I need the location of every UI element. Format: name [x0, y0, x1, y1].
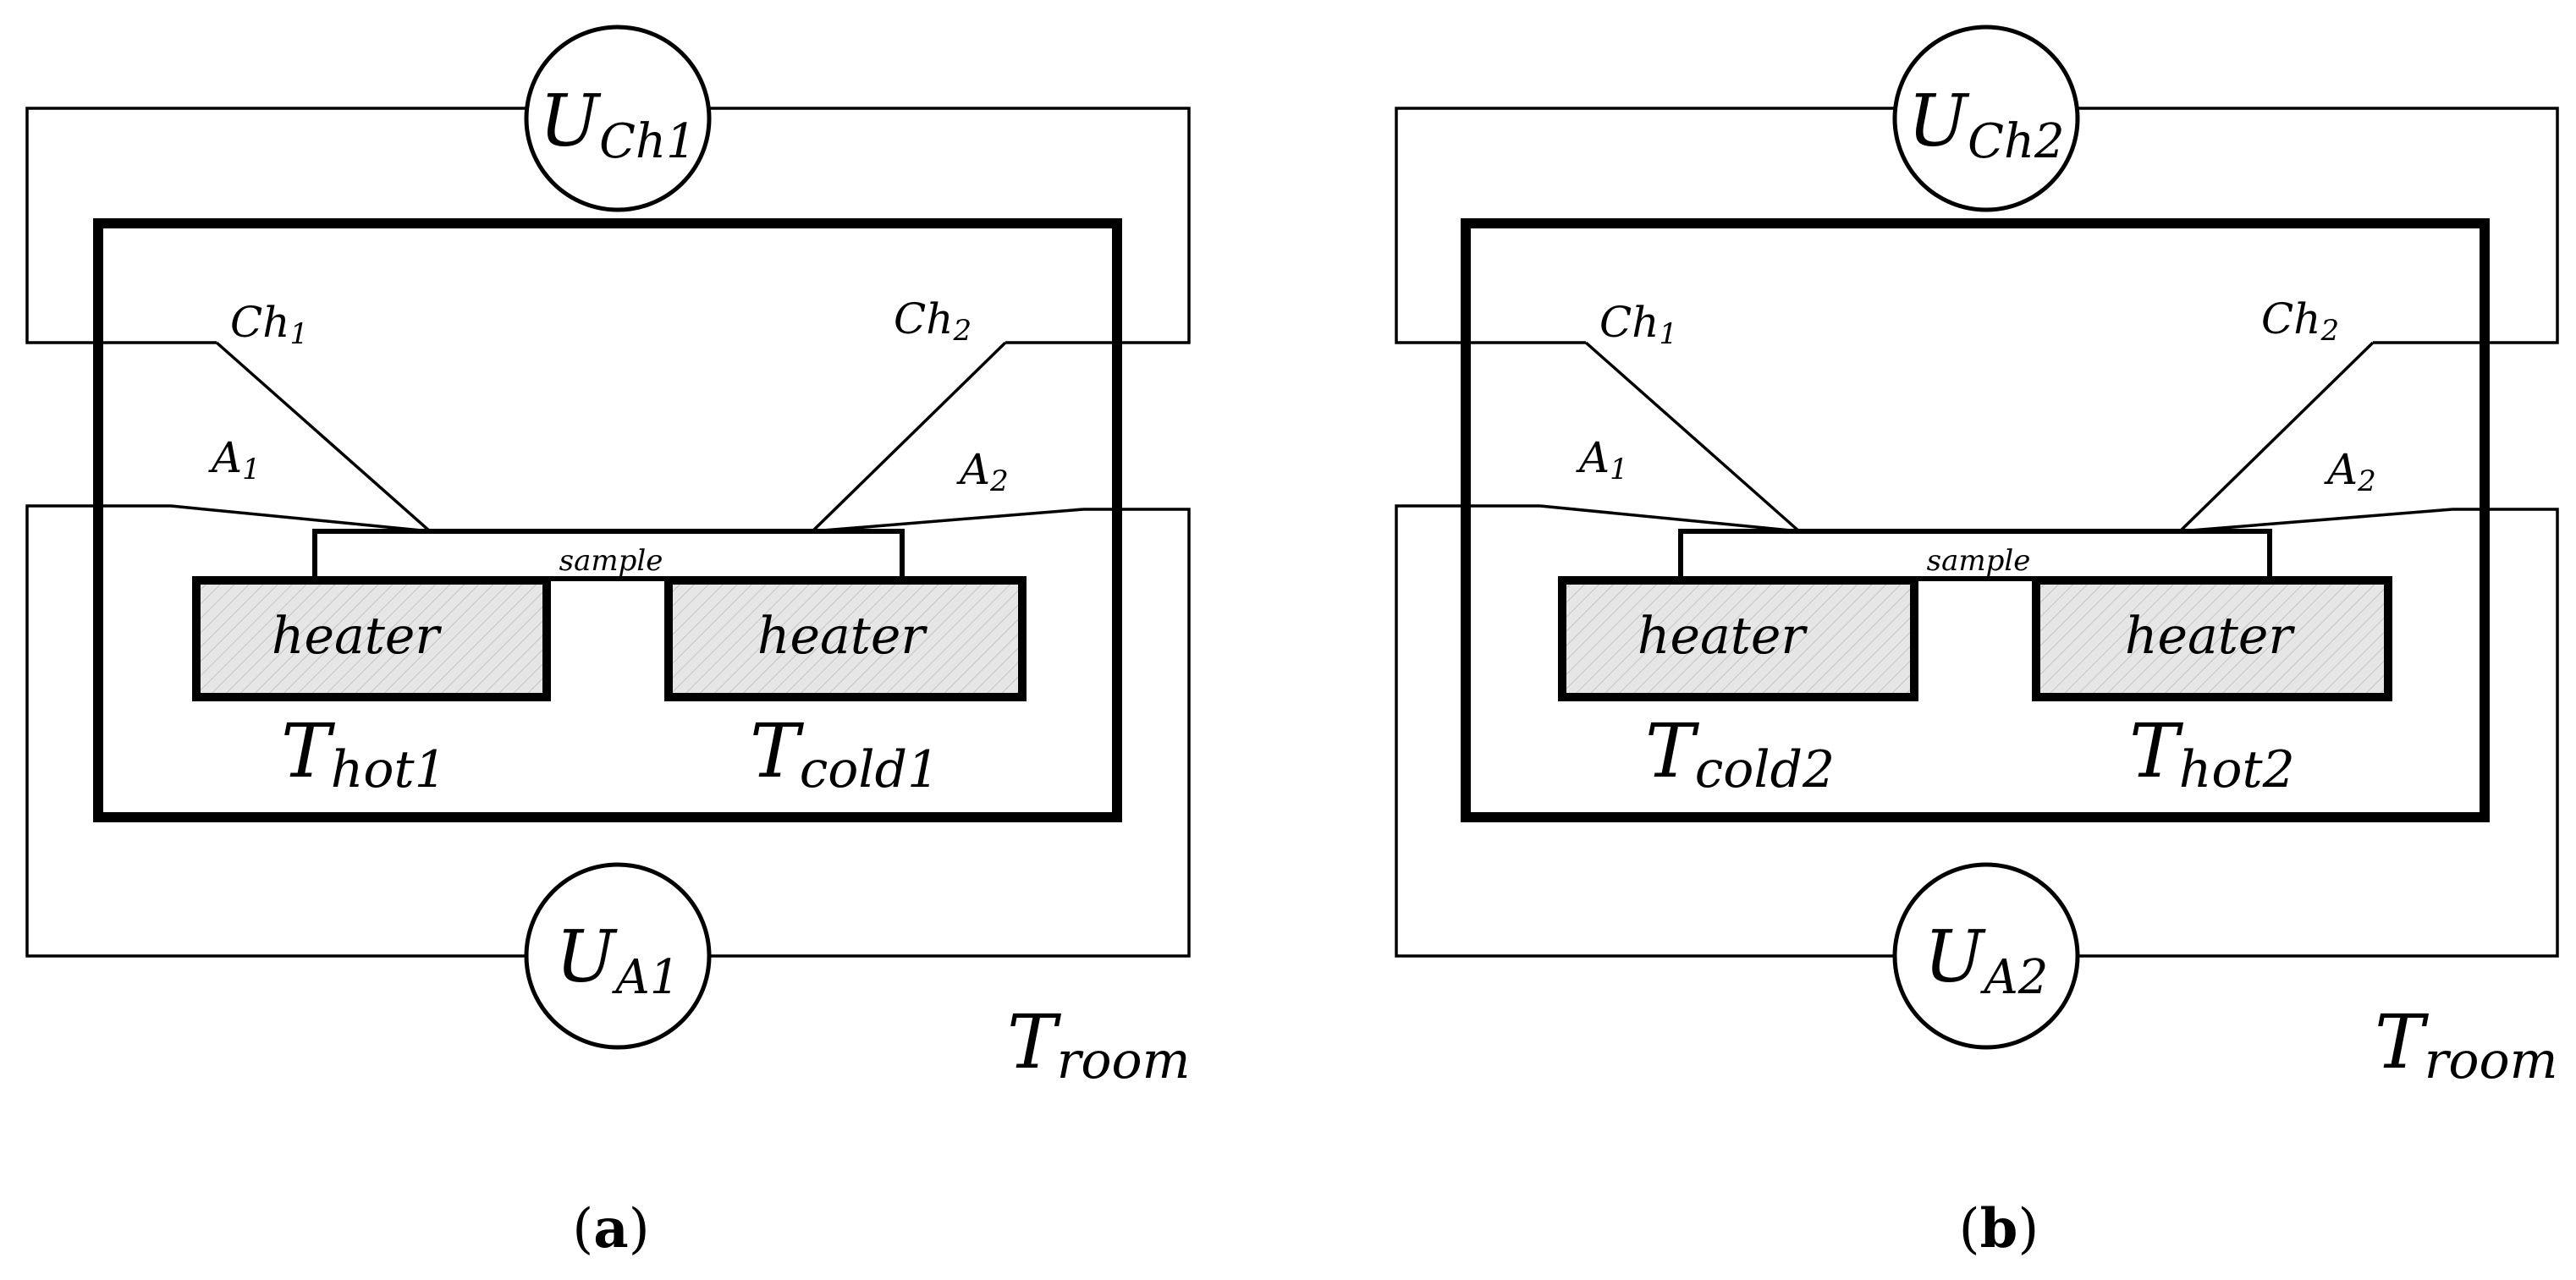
- probe-a2-label: A2: [956, 445, 1009, 498]
- probe-ch2-label: Ch2: [894, 294, 972, 348]
- heater-left-label: heater: [1638, 607, 1808, 666]
- voltmeter-bottom-label: UA1: [556, 915, 680, 1005]
- room-temp-label: Troom: [2375, 998, 2558, 1090]
- heater-left: [1558, 576, 1918, 701]
- panel-a: sample heater heater UCh1 UA1 Ch1 Ch2 A1…: [25, 25, 1191, 1261]
- top-wire-loop: [25, 107, 1191, 344]
- probe-a1-lead: [1539, 504, 1800, 533]
- heater-left-label: heater: [272, 607, 443, 666]
- sample-label: sample: [559, 544, 663, 578]
- voltmeter-top-label: UCh2: [1907, 80, 2064, 169]
- probe-ch2-lead: [811, 341, 1007, 533]
- top-wire-loop: [1395, 107, 2559, 344]
- probe-ch2-lead: [2178, 341, 2375, 533]
- voltmeter-top-label: UCh1: [539, 80, 696, 169]
- probe-a2-lead: [812, 508, 1084, 533]
- heater-right: [664, 576, 1027, 701]
- enclosure-box: [1461, 218, 2490, 822]
- temp-right-label: Thot2: [2129, 707, 2295, 799]
- panel-b-caption: (b): [1959, 1197, 2039, 1261]
- sample-label: sample: [1927, 544, 2031, 578]
- voltmeter-top: [524, 25, 712, 212]
- temp-left-label: Thot1: [281, 707, 447, 799]
- voltmeter-top: [1892, 25, 2080, 212]
- temp-right-label: Tcold1: [750, 707, 939, 799]
- heater-right-label: heater: [757, 607, 928, 666]
- probe-a2-lead: [2179, 508, 2453, 533]
- heater-left: [192, 576, 551, 701]
- panel-a-caption: (a): [572, 1197, 649, 1261]
- probe-a1-label: A1: [208, 433, 261, 486]
- voltmeter-bottom: [524, 862, 712, 1050]
- voltmeter-bottom-label: UA2: [1924, 915, 2049, 1005]
- sample-bar: [1678, 529, 2272, 581]
- probe-a1-label: A1: [1576, 433, 1628, 486]
- room-temp-label: Troom: [1007, 998, 1191, 1090]
- voltmeter-bottom: [1892, 862, 2080, 1050]
- heater-right: [2032, 576, 2392, 701]
- probe-a2-label: A2: [2324, 445, 2376, 498]
- temp-left-label: Tcold2: [1645, 707, 1835, 799]
- probe-ch1-lead: [1584, 341, 1801, 533]
- probe-ch2-label: Ch2: [2261, 294, 2339, 348]
- probe-ch1-label: Ch1: [230, 298, 308, 351]
- probe-a1-lead: [170, 504, 431, 533]
- sample-bar: [312, 529, 905, 581]
- probe-ch1-lead: [215, 341, 432, 533]
- enclosure-box: [93, 218, 1122, 822]
- panel-b: sample heater heater UCh2 UA2 Ch1 Ch2 A1…: [1395, 25, 2559, 1261]
- heater-right-label: heater: [2125, 607, 2296, 666]
- probe-ch1-label: Ch1: [1599, 298, 1677, 351]
